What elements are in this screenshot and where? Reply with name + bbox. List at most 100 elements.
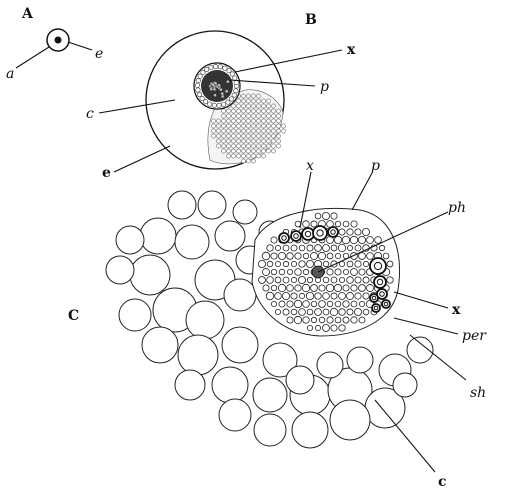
- stele-cell: [275, 293, 282, 300]
- cortex-cell: [231, 154, 235, 158]
- stele-cell: [311, 285, 318, 292]
- cortex-cell: [261, 114, 265, 118]
- stele-cell: [334, 236, 341, 243]
- stele-cell: [335, 253, 340, 258]
- parenchyma-cell: [175, 225, 209, 259]
- cortex-cell: [276, 134, 280, 138]
- stele-cell: [331, 277, 337, 283]
- stele-cell: [221, 92, 224, 95]
- stele-cell: [307, 325, 312, 330]
- stele-cell: [212, 103, 216, 107]
- stele-cell: [339, 309, 346, 316]
- cortex-cell: [236, 129, 240, 133]
- cortex-cell: [216, 134, 220, 138]
- stele-cell: [283, 277, 289, 283]
- cortex-cell: [281, 124, 285, 128]
- cortex-cell: [236, 134, 240, 138]
- stele-cell: [310, 252, 317, 259]
- cortex-cell: [246, 129, 250, 133]
- cortex-cell: [216, 139, 220, 143]
- stele-cell: [306, 292, 314, 300]
- cortex-cell: [231, 119, 235, 123]
- label-b-x: x: [347, 42, 356, 58]
- cortex-cell: [236, 144, 240, 148]
- cortex-cell: [276, 124, 280, 128]
- cortex-cell: [211, 124, 215, 128]
- stele-cell: [213, 88, 216, 91]
- parenchyma-cell: [178, 335, 218, 375]
- stele-cell: [359, 301, 364, 306]
- cortex-cell: [271, 129, 275, 133]
- stele-cell: [347, 309, 353, 315]
- stele-cell: [354, 308, 361, 315]
- stele-cell: [223, 66, 227, 70]
- panel-b-letter: B: [305, 12, 317, 28]
- stele-cell: [294, 316, 301, 323]
- stele-cell: [267, 261, 273, 267]
- stele-cell: [210, 88, 213, 91]
- cortex-cell: [251, 124, 255, 128]
- stele-cell: [283, 261, 288, 266]
- parenchyma-cell: [119, 299, 151, 331]
- stele-cell: [226, 100, 230, 104]
- cortex-cell: [246, 119, 250, 123]
- cortex-cell: [251, 139, 255, 143]
- stele-cell: [287, 285, 294, 292]
- cortex-cell: [251, 149, 255, 153]
- cortex-cell: [231, 129, 235, 133]
- cortex-cell: [231, 139, 235, 143]
- stele-cell: [230, 72, 234, 76]
- cortex-cell: [221, 149, 225, 153]
- cortex-cell: [226, 129, 230, 133]
- cortex-cell: [251, 159, 255, 163]
- cortex-cell: [221, 134, 225, 138]
- cortex-cell: [261, 109, 265, 113]
- cortex-cell: [256, 99, 260, 103]
- stele-cell: [311, 301, 317, 307]
- stele-cell: [334, 284, 341, 291]
- stele-cell: [283, 245, 289, 251]
- stele-cell: [346, 292, 353, 299]
- stele-cell: [367, 237, 374, 244]
- stele-cell: [343, 221, 349, 227]
- cortex-cell: [266, 109, 270, 113]
- xylem-vessel: [313, 226, 327, 240]
- cortex-cell: [266, 99, 270, 103]
- parenchyma-cell: [224, 279, 256, 311]
- cortex-cell: [266, 139, 270, 143]
- stele-cell: [212, 83, 215, 86]
- stele-cell: [330, 308, 337, 315]
- cortex-cell: [231, 109, 235, 113]
- stele-cell: [303, 221, 310, 228]
- parenchyma-cell: [106, 256, 134, 284]
- cortex-cell: [271, 139, 275, 143]
- cortex-cell: [226, 134, 230, 138]
- stele-cell: [327, 269, 333, 275]
- stele-cell: [198, 74, 202, 78]
- cortex-cell: [236, 99, 240, 103]
- small-section-core: [55, 37, 62, 44]
- stele-cell: [303, 301, 310, 308]
- stele-cell: [291, 277, 296, 282]
- stele-cell: [379, 245, 384, 250]
- cortex-cell: [246, 149, 250, 153]
- stele-cell: [363, 261, 368, 266]
- stele-cell: [319, 317, 325, 323]
- cortex-cell: [271, 114, 275, 118]
- stele-cell: [358, 236, 365, 243]
- cortex-cell: [246, 139, 250, 143]
- label-c-ph: ph: [448, 200, 466, 216]
- stele-cell: [287, 253, 294, 260]
- stele-cell: [315, 309, 322, 316]
- xylem-vessel: [279, 233, 289, 243]
- cortex-cell: [241, 134, 245, 138]
- stele-cell: [299, 245, 305, 251]
- cortex-cell: [261, 104, 265, 108]
- cortex-cell: [226, 114, 230, 118]
- stele-cell: [225, 90, 228, 93]
- label-b-p: p: [320, 79, 329, 95]
- cortex-cell: [226, 139, 230, 143]
- cortex-cell: [241, 114, 245, 118]
- stele-cell: [326, 284, 334, 292]
- stele-cell: [355, 277, 361, 283]
